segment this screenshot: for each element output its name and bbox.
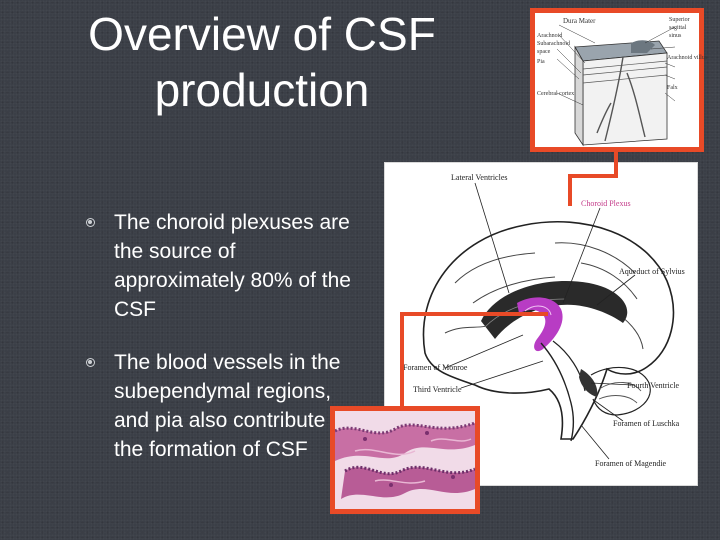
label-foramen-luschka: Foramen of Luschka	[613, 419, 680, 428]
brain-ventricle-diagram: Lateral Ventricles Choroid Plexus Aquedu…	[384, 162, 698, 486]
bullet-icon	[86, 358, 95, 367]
label-third-ventricle: Third Ventricle	[413, 385, 462, 394]
micrograph-image	[335, 411, 475, 509]
label-aqueduct: Aqueduct of Sylvius	[619, 267, 685, 276]
label-arachnoid-villus: Arachnoid villus	[667, 55, 708, 61]
label-sagittal: sagittal	[669, 25, 687, 31]
title-line-2: production	[154, 64, 370, 116]
label-sinus: sinus	[669, 33, 682, 39]
label-lateral-ventricles: Lateral Ventricles	[451, 173, 508, 182]
label-choroid-plexus: Choroid Plexus	[581, 199, 631, 208]
label-fourth-ventricle: Fourth Ventricle	[627, 381, 680, 390]
meninges-diagram: Dura Mater Arachnoid Subarachnoid space …	[530, 8, 708, 152]
slide-title: Overview of CSF production	[62, 6, 462, 118]
label-space: space	[537, 49, 551, 55]
bullet-text: The choroid plexuses are the source of a…	[114, 211, 351, 321]
bullet-item: The choroid plexuses are the source of a…	[84, 208, 356, 324]
label-dura-mater: Dura Mater	[563, 17, 596, 25]
label-subarachnoid: Subarachnoid	[537, 41, 570, 47]
bullet-item: The blood vessels in the subependymal re…	[84, 348, 356, 464]
meninges-drawing	[535, 13, 699, 147]
bullet-list: The choroid plexuses are the source of a…	[84, 208, 356, 488]
label-foramen-magendie: Foramen of Magendie	[595, 459, 667, 468]
brain-outline-drawing	[422, 182, 675, 460]
label-superior: Superior	[669, 17, 690, 23]
bullet-icon	[86, 218, 95, 227]
title-line-1: Overview of CSF	[88, 8, 436, 60]
choroid-plexus-micrograph	[330, 406, 480, 514]
label-falx: Falx	[667, 85, 678, 91]
bullet-text: The blood vessels in the subependymal re…	[114, 351, 349, 461]
label-pia: Pia	[537, 59, 545, 65]
label-foramen-monro: Foramen of Monroe	[403, 363, 468, 372]
label-arachnoid: Arachnoid	[537, 33, 563, 39]
label-cortex: Cerebral cortex	[537, 91, 575, 97]
